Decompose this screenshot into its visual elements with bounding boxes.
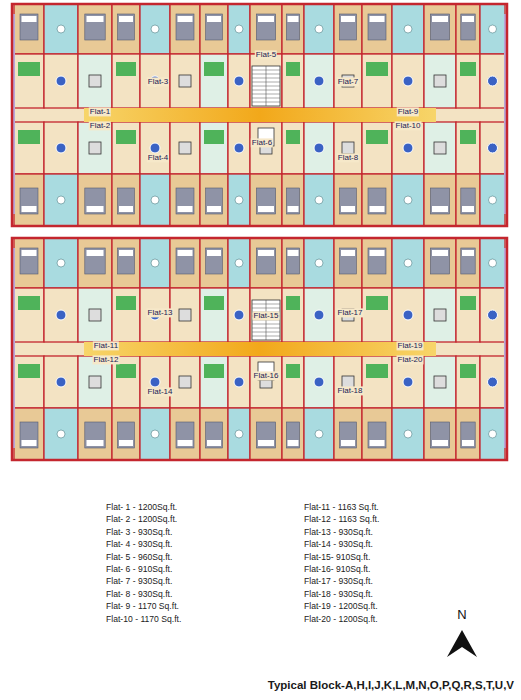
area-entry: Flat-12 - 1163 Sq.ft. <box>304 515 379 525</box>
area-entry: Flat- 8 - 930Sq.ft. <box>106 590 172 600</box>
plan-floor <box>12 4 507 226</box>
flat-label: Flat-8 <box>337 153 359 162</box>
area-entry: Flat-18 - 930Sq.ft. <box>304 590 373 600</box>
flat-label: Flat-14 <box>147 387 174 396</box>
area-entry: Flat- 7 - 930Sq.ft. <box>106 577 172 587</box>
area-entry: Flat- 9 - 1170 Sq.ft. <box>106 602 179 612</box>
area-entry: Flat- 3 - 930Sq.ft. <box>106 528 172 538</box>
flat-label: Flat-12 <box>93 355 120 364</box>
flat-label: Flat-2 <box>89 121 111 130</box>
flat-label: Flat-19 <box>397 341 424 350</box>
flat-label: Flat-7 <box>337 77 359 86</box>
area-entry: Flat-10 - 1170 Sq.ft. <box>106 615 181 625</box>
north-arrow <box>447 630 477 657</box>
area-entry: Flat-16- 910Sq.ft. <box>304 565 370 575</box>
area-entry: Flat-14 - 930Sq.ft. <box>304 540 373 550</box>
flat-label: Flat-10 <box>395 121 422 130</box>
flat-label: Flat-1 <box>89 107 111 116</box>
flat-label: Flat-6 <box>251 138 273 147</box>
flat-label: Flat-17 <box>337 308 364 317</box>
flat-label: Flat-15 <box>253 311 280 320</box>
flat-label: Flat-11 <box>93 341 119 350</box>
area-entry: Flat-17 - 930Sq.ft. <box>304 577 373 587</box>
flat-label: Flat-3 <box>147 77 169 86</box>
flat-label: Flat-13 <box>147 308 174 317</box>
flat-label: Flat-4 <box>147 153 169 162</box>
area-entry: Flat-15- 910Sq.ft. <box>304 553 370 563</box>
flat-label: Flat-16 <box>253 371 280 380</box>
block-caption: Typical Block-A,H,I,J,K,L,M,N,O,P,Q,R,S,… <box>268 679 514 692</box>
area-entry: Flat- 6 - 910Sq.ft. <box>106 565 172 575</box>
flat-label: Flat-9 <box>397 107 419 116</box>
area-entry: Flat- 5 - 960Sq.ft. <box>106 553 172 563</box>
north-label: N <box>457 608 466 623</box>
area-entry: Flat-13 - 930Sq.ft. <box>304 528 373 538</box>
area-entry: Flat- 4 - 930Sq.ft. <box>106 540 172 550</box>
area-entry: Flat-19 - 1200Sq.ft. <box>304 602 378 612</box>
area-entry: Flat-20 - 1200Sq.ft. <box>304 615 378 625</box>
plan-floor <box>12 238 507 460</box>
flat-label: Flat-18 <box>337 386 364 395</box>
area-entry: Flat-11 - 1163 Sq.ft. <box>304 503 379 513</box>
area-entry: Flat- 2 - 1200Sq.ft. <box>106 515 177 525</box>
flat-label: Flat-5 <box>255 50 277 59</box>
area-entry: Flat- 1 - 1200Sq.ft. <box>106 503 177 513</box>
flat-label: Flat-20 <box>397 355 424 364</box>
